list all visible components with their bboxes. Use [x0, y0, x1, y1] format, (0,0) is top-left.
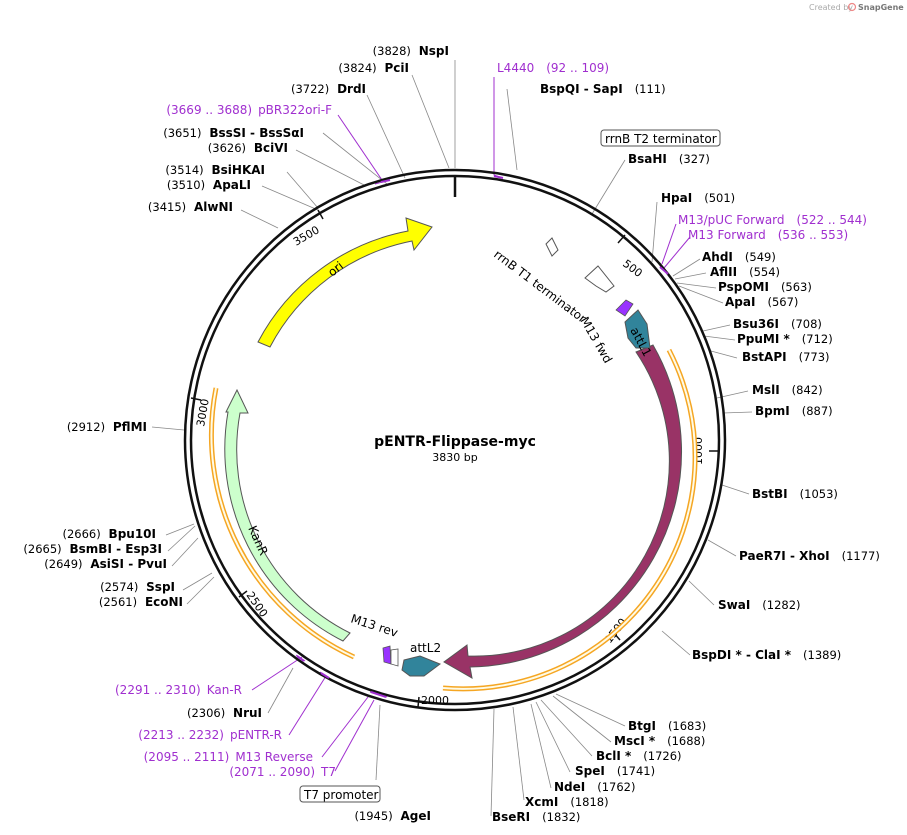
enzyme-label: BspDI * - ClaI *(1389): [692, 648, 841, 662]
attl1-feature: [624, 309, 651, 349]
primer-label: (2291 .. 2310)Kan-R: [115, 683, 242, 697]
enzyme-label: AhdI(549): [702, 250, 776, 264]
enzyme-label: BsaHI(327): [628, 152, 710, 166]
enzyme-label: PaeR7I - XhoI(1177): [739, 549, 880, 563]
enzyme-label: (3651) BssSI - BssSαI: [163, 126, 304, 140]
flp-orf-inner: [442, 349, 697, 690]
kanr-feature: [224, 388, 351, 642]
enzyme-label: (3415) AlwNI: [148, 200, 233, 214]
tick-label: 3000: [194, 398, 212, 428]
t7-promoter-arrow: [390, 648, 399, 667]
enzyme-label: BseRI(1832): [492, 810, 580, 824]
enzyme-label: (2561) EcoNI: [99, 595, 183, 609]
enzyme-label: (3722) DrdI: [291, 82, 366, 96]
t7-promoter-box: [299, 785, 381, 803]
enzyme-label: HpaI(501): [661, 191, 735, 205]
tick-label: 2000: [421, 694, 449, 707]
backbone-outer: [183, 168, 727, 712]
enzyme-label: (3626) BciVI: [208, 141, 288, 155]
t7-promoter-label: T7 promoter: [303, 788, 379, 802]
plasmid-name: pENTR-Flippase-myc: [374, 434, 536, 450]
enzyme-label: (3828) NspI: [373, 44, 449, 58]
enzyme-label: MscI *(1688): [614, 734, 705, 748]
enzyme-label: (3824) PciI: [338, 61, 409, 75]
credit-brand: SnapGene: [858, 3, 904, 12]
enzyme-label: BclI *(1726): [596, 749, 682, 763]
enzyme-label: (3510) ApaLI: [167, 178, 251, 192]
right-enzymes: BspQI - SapI(111) BsaHI(327) HpaI(501) A…: [492, 82, 880, 824]
leader-lines: [151, 60, 753, 817]
primer-labels: L4440(92 .. 109) (3669 .. 3688)pBR322ori…: [115, 61, 867, 779]
enzyme-label: (1945) AgeI: [354, 809, 431, 823]
ori-feature: [257, 217, 433, 348]
attl2-label: attL2: [410, 641, 441, 655]
attl2-feature: [401, 655, 442, 677]
enzyme-label: (3514) BsiHKAI: [165, 163, 265, 177]
primer-label: M13 Forward(536 .. 553): [688, 228, 848, 242]
plasmid-length: 3830 bp: [432, 451, 477, 464]
snapgene-logo-icon: [847, 2, 857, 12]
primer-label: L4440(92 .. 109): [497, 61, 609, 75]
rrnb-t2-label: rrnB T2 terminator: [605, 132, 717, 146]
primer-label: M13/pUC Forward(522 .. 544): [678, 213, 867, 227]
tick-labels: 500 1000 1500 2000 2500 3000 3500: [194, 223, 705, 707]
enzyme-label: (2665) BsmBI - Esp3I: [23, 542, 162, 556]
enzyme-label: BspQI - SapI(111): [540, 82, 666, 96]
enzyme-label: SwaI(1282): [718, 598, 801, 612]
m13fwd-feature: [615, 299, 634, 317]
enzyme-label: BstAPI(773): [742, 350, 830, 364]
enzyme-label: PspOMI(563): [718, 280, 812, 294]
m13rev-label: M13 rev: [349, 612, 400, 640]
enzyme-label: (2666) Bpu10I: [62, 527, 156, 541]
primer-label: (2071 .. 2090)T7: [229, 765, 336, 779]
enzyme-label: SpeI(1741): [575, 764, 655, 778]
primer-label: (3669 .. 3688)pBR322ori-F: [166, 103, 332, 117]
primer-label: (2095 .. 2111)M13 Reverse: [144, 750, 313, 764]
enzyme-label: ApaI(567): [725, 295, 798, 309]
enzyme-label: BpmI(887): [755, 404, 833, 418]
enzyme-label: PpuMI *(712): [737, 332, 833, 346]
tick-label: 3500: [291, 223, 322, 248]
enzyme-label: (2912) PflMI: [67, 420, 147, 434]
rrnb-t2-box: [600, 129, 721, 147]
m13fwd-label: M13 fwd: [577, 315, 615, 366]
kanr-orf-inner: [210, 387, 355, 658]
enzyme-label: (2649) AsiSI - PvuI: [44, 557, 167, 571]
flp-feature: [443, 344, 683, 679]
enzyme-label: NdeI(1762): [554, 780, 636, 794]
rrnb-t2-arrow: [545, 237, 559, 257]
enzyme-label: (2574) SspI: [100, 580, 175, 594]
enzyme-label: XcmI(1818): [525, 795, 609, 809]
primer-bars: [296, 175, 669, 698]
primer-label: (2213 .. 2232)pENTR-R: [138, 728, 282, 742]
enzyme-label: Bsu36I(708): [733, 317, 822, 331]
tick-label: 500: [620, 257, 645, 280]
rrnb-t1-label: rrnB T1 terminator: [491, 247, 589, 325]
enzyme-label: BtgI(1683): [628, 719, 706, 733]
enzyme-label: (2306) NruI: [187, 706, 262, 720]
credit-prefix: Created by: [809, 3, 853, 12]
rrnb-t1-arrow: [584, 265, 615, 293]
enzyme-label: BstBI(1053): [752, 487, 838, 501]
enzyme-label: AflII(554): [710, 265, 780, 279]
left-enzymes: (3828) NspI (3824) PciI (3722) DrdI (365…: [23, 44, 449, 823]
m13rev-feature: [382, 645, 392, 665]
enzyme-label: MslI(842): [752, 383, 823, 397]
